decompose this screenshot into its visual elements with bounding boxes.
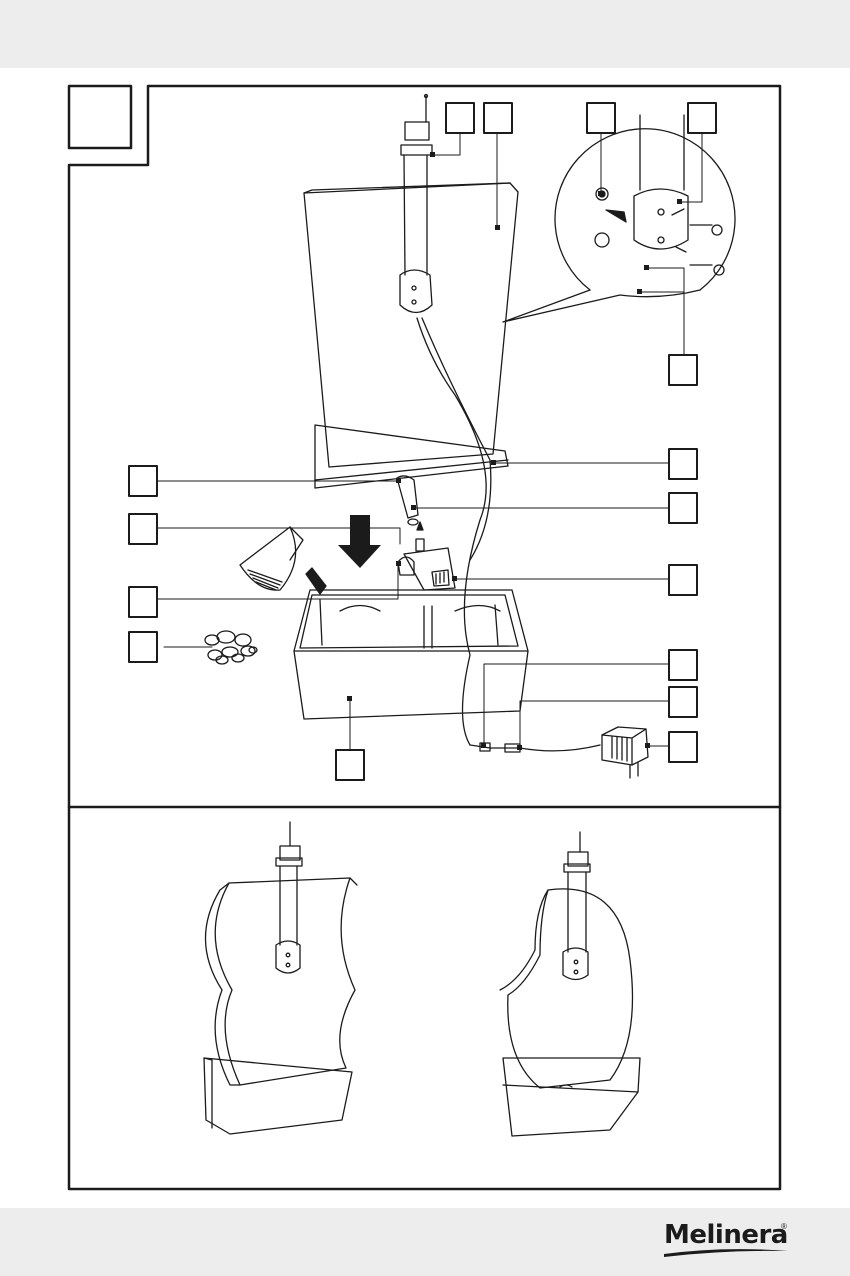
base-plate (314, 424, 509, 489)
power-cable (469, 742, 601, 753)
callout-box-16 (335, 749, 365, 781)
callout-leaders (157, 132, 703, 751)
registered-mark: ® (781, 1222, 787, 1231)
callout-box-9 (668, 649, 698, 681)
diagram-frame (67, 84, 782, 1191)
crescent-fountain (499, 831, 641, 1137)
wave-fountain (203, 821, 358, 1135)
nozzle-tube (399, 93, 433, 314)
callout-boxes (128, 102, 717, 781)
fountain-panel (303, 182, 519, 468)
callout-box-8 (668, 564, 698, 596)
callout-box-12 (128, 465, 158, 497)
callout-box-3 (586, 102, 616, 134)
callout-box-7 (668, 492, 698, 524)
watering-can (239, 526, 327, 595)
pebbles (204, 630, 258, 665)
basin (293, 589, 529, 720)
logo-swoosh-icon (664, 1249, 788, 1257)
callout-box-2 (483, 102, 513, 134)
hose-line (416, 317, 487, 746)
callout-box-10 (668, 686, 698, 718)
detail-bubble (502, 114, 736, 323)
header-band (0, 0, 850, 68)
callout-box-1 (445, 102, 475, 134)
brand-name: Melinera (664, 1220, 788, 1250)
connector-tube (396, 475, 419, 526)
brand-logo: Melinera ® (664, 1220, 794, 1260)
callout-box-15 (128, 631, 158, 663)
callout-box-14 (128, 586, 158, 618)
callout-box-11 (668, 731, 698, 763)
callout-box-6 (668, 448, 698, 480)
callout-box-4 (687, 102, 717, 134)
callout-dots (347, 152, 682, 750)
footer-band (0, 1208, 850, 1276)
callout-box-5 (668, 354, 698, 386)
pump (397, 521, 456, 591)
insert-arrow (338, 515, 381, 568)
hose-line-2 (421, 317, 492, 561)
callout-box-13 (128, 513, 158, 545)
power-adapter (601, 726, 649, 779)
